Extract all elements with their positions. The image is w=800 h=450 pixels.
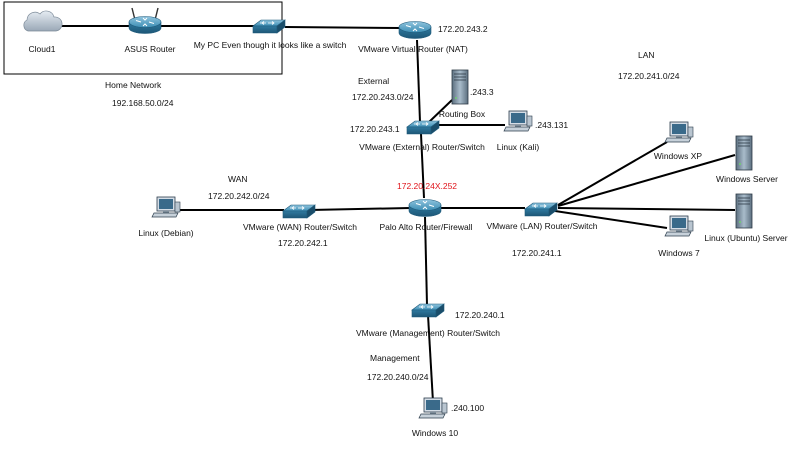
vmware-lan-ip: 172.20.241.1 [512, 248, 562, 258]
wireless-router-icon[interactable] [129, 8, 161, 34]
linux-debian-label: Linux (Debian) [138, 228, 193, 238]
management-network-label: Management [370, 353, 420, 363]
palo-alto-ip: 172.20.24X.252 [397, 181, 457, 191]
wan-network-label: WAN [228, 174, 248, 184]
windows-7-label: Windows 7 [658, 248, 700, 258]
routing-box-server-icon[interactable] [451, 69, 469, 105]
cloud-icon[interactable] [23, 10, 63, 32]
link-paloalto-wan [309, 207, 411, 211]
windows-server-label: Windows Server [716, 174, 778, 184]
vmware-nat-ip: 172.20.243.2 [438, 24, 488, 34]
link-lan-ubuntu [557, 207, 736, 211]
management-network-subnet: 172.20.240.0/24 [367, 372, 429, 382]
vmware-external-label: VMware (External) Router/Switch [359, 142, 485, 152]
windows-10-label: Windows 10 [412, 428, 459, 438]
link-paloalto-mgmt [424, 216, 428, 306]
my-pc-label: My PC Even though it looks like a switch [194, 40, 347, 50]
linux-kali-ip: .243.131 [535, 120, 568, 130]
network-links [60, 25, 736, 403]
vmware-nat-label: VMware Virtual Router (NAT) [358, 44, 468, 54]
home-network-boundary [3, 1, 283, 75]
vmware-lan-switch-icon[interactable] [524, 202, 558, 217]
routing-box-ip: .243.3 [470, 87, 494, 97]
palo-alto-router-icon[interactable] [408, 199, 442, 217]
linux-ubuntu-server-icon[interactable] [735, 193, 753, 229]
link-lan-win7 [554, 210, 668, 229]
vmware-management-switch-icon[interactable] [411, 303, 445, 318]
my-pc-switch-icon[interactable] [252, 19, 286, 34]
windows-server-icon[interactable] [735, 135, 753, 171]
asus-router-label: ASUS Router [124, 44, 175, 54]
link-mypc-nat [284, 26, 401, 29]
home-network-subnet: 192.168.50.0/24 [112, 98, 174, 108]
link-external-paloalto [420, 133, 425, 199]
windows-xp-label: Windows XP [654, 151, 703, 161]
windows-xp-pc-icon[interactable] [664, 121, 694, 143]
vmware-wan-switch-icon[interactable] [282, 204, 316, 219]
vmware-nat-router-icon[interactable] [398, 21, 432, 39]
vmware-management-ip: 172.20.240.1 [455, 310, 505, 320]
windows-10-ip: .240.100 [451, 403, 484, 413]
vmware-wan-ip: 172.20.242.1 [278, 238, 328, 248]
link-mgmt-win10 [427, 314, 434, 403]
vmware-wan-label: VMware (WAN) Router/Switch [243, 222, 357, 232]
linux-debian-pc-icon[interactable] [151, 196, 181, 218]
cloud1-label: Cloud1 [29, 44, 56, 54]
linux-kali-label: Linux (Kali) [497, 142, 540, 152]
lan-network-subnet: 172.20.241.0/24 [618, 71, 680, 81]
link-nat-external [416, 39, 421, 123]
linux-ubuntu-label: Linux (Ubuntu) Server [704, 233, 787, 243]
linux-kali-pc-icon[interactable] [503, 110, 533, 132]
routing-box-label: Routing Box [439, 109, 486, 119]
link-lan-winserver [557, 154, 736, 207]
vmware-management-label: VMware (Management) Router/Switch [356, 328, 500, 338]
external-network-label: External [358, 76, 389, 86]
windows-10-pc-icon[interactable] [418, 397, 448, 419]
external-network-subnet: 172.20.243.0/24 [352, 92, 414, 102]
palo-alto-label: Palo Alto Router/Firewall [379, 222, 472, 232]
link-lan-winxp [557, 141, 668, 206]
windows-7-pc-icon[interactable] [664, 215, 694, 237]
wan-network-subnet: 172.20.242.0/24 [208, 191, 270, 201]
vmware-lan-label: VMware (LAN) Router/Switch [486, 221, 597, 231]
vmware-external-switch-icon[interactable] [406, 120, 440, 135]
link-external-routingbox [427, 99, 453, 124]
vmware-external-ip: 172.20.243.1 [350, 124, 400, 134]
home-network-label: Home Network [105, 80, 162, 90]
lan-network-label: LAN [638, 50, 655, 60]
